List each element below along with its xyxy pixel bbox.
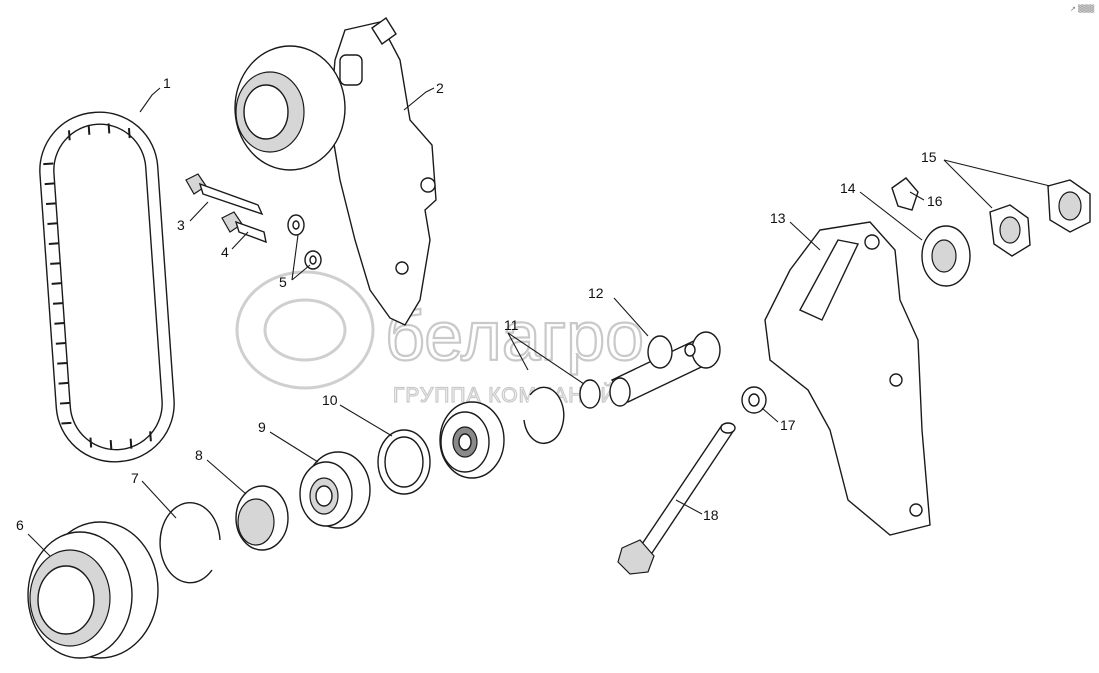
callout-5: 5 (279, 274, 287, 290)
leader-lines (27, 87, 1051, 557)
callout-15: 15 (921, 149, 937, 165)
watermark-logo-ring (235, 270, 375, 390)
callout-2: 2 (436, 80, 444, 96)
part-12-shaft (609, 331, 721, 407)
part-9-bearing (299, 451, 371, 529)
callout-8: 8 (195, 447, 203, 463)
part-8-cap (235, 485, 289, 551)
part-11-retaining-rings (523, 379, 601, 445)
callout-10: 10 (322, 392, 338, 408)
part-1-toothed-belt (39, 111, 175, 463)
part-6-pulley (27, 521, 159, 659)
callout-1: 1 (163, 75, 171, 91)
callout-labels: 1 2 3 4 5 6 7 8 9 10 11 12 13 14 15 16 1… (16, 75, 943, 533)
part-16-lock-tab (891, 177, 919, 211)
callout-18: 18 (703, 507, 719, 523)
callout-17: 17 (780, 417, 796, 433)
corner-mark: ↗ ▒▒▒ (1070, 4, 1095, 13)
callout-12: 12 (588, 285, 604, 301)
watermark-subtitle: ГРУППА КОМПАНИЙ (393, 383, 617, 407)
callout-6: 6 (16, 517, 24, 533)
part-4-bolt (221, 211, 267, 244)
part-14-washer (921, 225, 971, 287)
callout-9: 9 (258, 419, 266, 435)
part-13-mounting-bracket (764, 221, 931, 536)
part-5-washers (287, 214, 322, 270)
callout-3: 3 (177, 217, 185, 233)
part-10-spacer-ring (377, 429, 431, 495)
part-2-tensioner-bracket (234, 16, 437, 326)
part-18-long-bolt (617, 422, 736, 575)
callout-14: 14 (840, 180, 856, 196)
part-17-washer (741, 386, 767, 414)
bearing-unlabeled (439, 401, 505, 479)
callout-7: 7 (131, 470, 139, 486)
watermark: белагро ГРУППА КОМПАНИЙ (235, 270, 645, 408)
part-3-bolt (185, 173, 264, 216)
callout-11: 11 (504, 317, 519, 333)
callout-16: 16 (927, 193, 943, 209)
watermark-brand: белагро (385, 297, 644, 375)
callout-4: 4 (221, 244, 229, 260)
callout-13: 13 (770, 210, 786, 226)
part-7-circlip (159, 502, 221, 584)
part-15-nuts (989, 179, 1091, 257)
